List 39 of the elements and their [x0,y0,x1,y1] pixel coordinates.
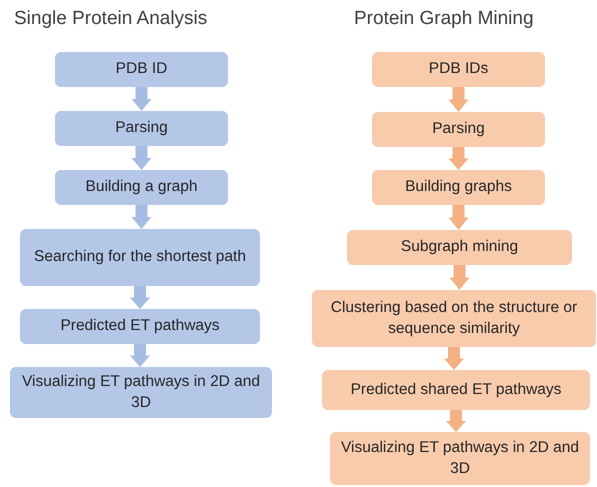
down-arrow [450,265,470,290]
box-label: Visualizing ET pathways in 2D and 3D [20,372,262,412]
column-heading: Protein Graph Mining [354,8,534,30]
process-box [372,112,545,147]
down-arrow [132,87,152,111]
process-box [330,432,590,485]
box-label: Building a graph [85,177,198,198]
box-label: Visualizing ET pathways in 2D and 3D [340,438,580,478]
process-box [347,230,572,265]
down-arrow [130,344,150,367]
process-box [312,290,596,347]
box-label: PDB ID [116,59,168,80]
down-arrow [448,147,468,170]
process-box [20,309,260,344]
process-box [20,229,260,286]
down-arrow [448,87,468,112]
box-label: PDB IDs [428,59,488,80]
process-box [372,52,545,87]
process-box [55,170,228,205]
box-label: Clustering based on the structure or sequence similarity [330,298,578,338]
box-label: Parsing [432,119,485,140]
down-arrow [130,286,150,309]
down-arrow [446,410,466,432]
down-arrow [132,205,152,229]
column-heading: Single Protein Analysis [14,8,208,30]
box-label: Searching for the shortest path [34,247,246,268]
down-arrow [132,146,152,170]
process-box [55,111,228,146]
down-arrow [444,347,464,370]
process-box [372,170,545,205]
process-box [322,370,590,410]
box-label: Subgraph mining [400,237,518,258]
process-box [55,52,228,87]
box-label: Parsing [115,118,168,138]
box-label: Predicted ET pathways [60,316,220,336]
box-label: Building graphs [405,177,512,198]
box-label: Predicted shared ET pathways [350,380,562,400]
process-box [10,367,272,418]
down-arrow [448,205,468,230]
